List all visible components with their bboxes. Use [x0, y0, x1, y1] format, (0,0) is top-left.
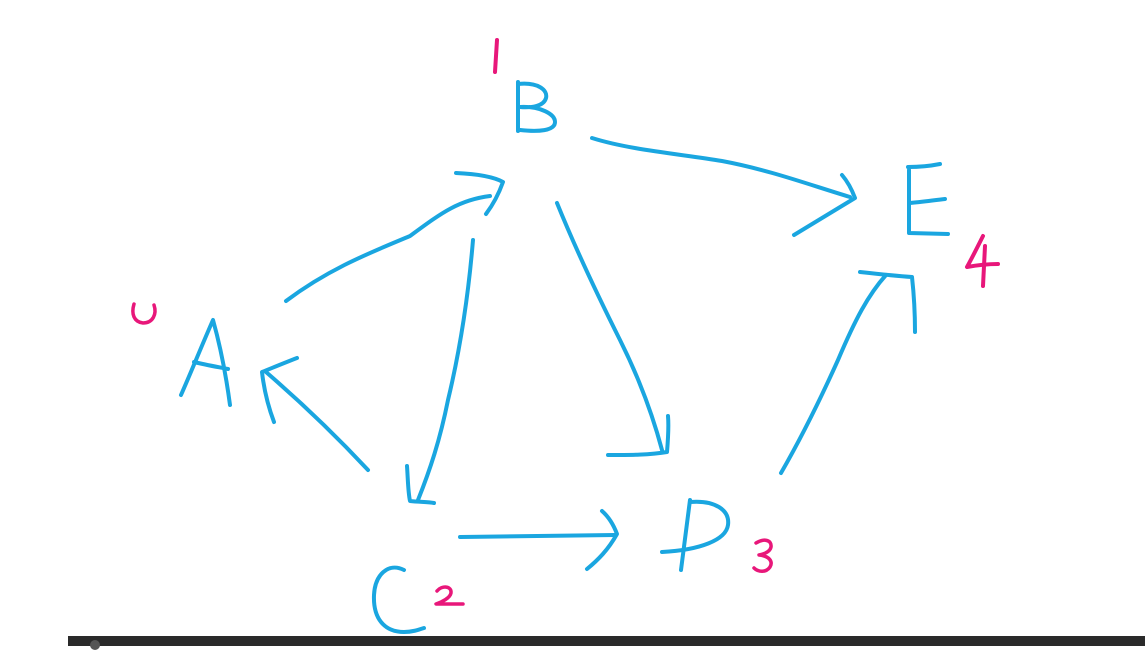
node-d-glyph — [660, 498, 731, 572]
bottom-bar-dot — [90, 640, 100, 650]
edge-d-to-e — [779, 270, 917, 475]
edge-b-to-e — [590, 136, 857, 237]
index-3-glyph — [752, 538, 773, 573]
index-1-glyph — [493, 38, 499, 74]
node-b-glyph — [516, 80, 557, 133]
edge-a-to-b — [284, 171, 505, 303]
node-c-glyph — [371, 565, 426, 634]
node-e-glyph — [906, 162, 950, 236]
edge-b-to-d — [555, 201, 671, 457]
index-0-glyph — [131, 302, 157, 325]
edge-c-to-d — [458, 509, 619, 571]
index-4-glyph — [965, 234, 1000, 288]
edge-c-to-a — [260, 356, 370, 472]
edge-b-to-c — [405, 238, 475, 505]
index-2-glyph — [434, 585, 465, 606]
node-a-glyph — [179, 318, 232, 407]
bottom-bar — [68, 636, 1145, 646]
